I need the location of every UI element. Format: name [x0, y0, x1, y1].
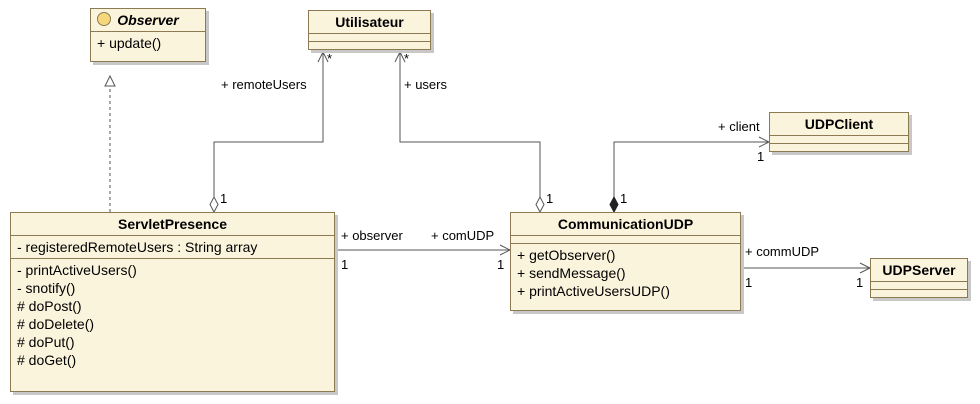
- operation: + sendMessage(): [517, 265, 626, 281]
- utilisateur-operations: [309, 41, 430, 49]
- servlet-presence-attributes: - registeredRemoteUsers : String array: [11, 235, 334, 258]
- udpclient-header: UDPClient: [770, 113, 908, 135]
- users-target-mult: *: [404, 51, 410, 66]
- udpclient-class[interactable]: UDPClient: [769, 112, 909, 152]
- comudp-label: + comUDP: [431, 228, 495, 243]
- observer-interface[interactable]: Observer + update(): [90, 8, 206, 62]
- operation: # doPut(): [17, 334, 75, 350]
- users-label: + users: [404, 77, 447, 92]
- operation: - snotify(): [17, 280, 76, 296]
- observer-header: Observer: [91, 9, 205, 31]
- comudp-mult: 1: [497, 257, 505, 272]
- operation: # doPost(): [17, 298, 82, 314]
- servlet-comm-arrowhead: [499, 244, 512, 256]
- communication-udp-header: CommunicationUDP: [511, 213, 740, 235]
- operation: + printActiveUsersUDP(): [517, 283, 670, 299]
- client-arrowhead: [758, 136, 771, 148]
- commudp-label: + commUDP: [745, 244, 820, 259]
- udpserver-operations: [871, 289, 967, 297]
- udpclient-name: UDPClient: [804, 116, 874, 132]
- interface-icon: [97, 12, 111, 26]
- udpserver-name: UDPServer: [882, 262, 956, 278]
- client-label: + client: [718, 119, 760, 134]
- client-target-mult: 1: [757, 149, 765, 164]
- commudp-target-mult: 1: [856, 275, 864, 290]
- utilisateur-name: Utilisateur: [335, 14, 404, 30]
- servlet-presence-class[interactable]: ServletPresence - registeredRemoteUsers …: [10, 212, 335, 392]
- udpclient-attributes: [770, 135, 908, 143]
- commudp-source-mult: 1: [745, 275, 753, 290]
- operation: + getObserver(): [517, 247, 616, 263]
- observer-name: Observer: [117, 12, 179, 28]
- operation: + update(): [97, 35, 162, 51]
- commudp-arrowhead: [859, 262, 872, 274]
- communication-udp-class[interactable]: CommunicationUDP + getObserver() + sendM…: [510, 212, 741, 311]
- operation: # doGet(): [17, 352, 77, 368]
- realization-arrowhead: [104, 74, 116, 87]
- communication-udp-name: CommunicationUDP: [557, 216, 694, 232]
- communication-udp-operations: + getObserver() + sendMessage() + printA…: [511, 243, 740, 302]
- remote-users-target-mult: *: [327, 51, 333, 66]
- utilisateur-header: Utilisateur: [309, 11, 430, 33]
- observer-operations: + update(): [91, 31, 205, 54]
- operation: - printActiveUsers(): [17, 262, 137, 278]
- observer-assoc-mult: 1: [341, 257, 349, 272]
- communication-udp-attributes: [511, 235, 740, 243]
- client-source-mult: 1: [620, 191, 628, 206]
- remote-users-label: + remoteUsers: [221, 77, 307, 92]
- client-line: [613, 141, 769, 197]
- users-line: [399, 52, 541, 197]
- attribute: - registeredRemoteUsers : String array: [17, 239, 258, 255]
- users-source-mult: 1: [546, 191, 554, 206]
- udpserver-class[interactable]: UDPServer: [870, 258, 968, 298]
- remote-users-diamond: [209, 195, 219, 214]
- servlet-presence-name: ServletPresence: [118, 216, 227, 232]
- operation: # doDelete(): [17, 316, 95, 332]
- udpserver-attributes: [871, 281, 967, 289]
- remote-users-source-mult: 1: [220, 191, 228, 206]
- client-diamond: [609, 195, 619, 214]
- remote-users-line: [213, 52, 324, 197]
- servlet-presence-header: ServletPresence: [11, 213, 334, 235]
- utilisateur-attributes: [309, 33, 430, 41]
- observer-assoc-label: + observer: [341, 228, 403, 243]
- users-diamond: [535, 195, 545, 214]
- servlet-presence-operations: - printActiveUsers() - snotify() # doPos…: [11, 258, 334, 380]
- utilisateur-class[interactable]: Utilisateur: [308, 10, 431, 50]
- udpserver-header: UDPServer: [871, 259, 967, 281]
- udpclient-operations: [770, 143, 908, 151]
